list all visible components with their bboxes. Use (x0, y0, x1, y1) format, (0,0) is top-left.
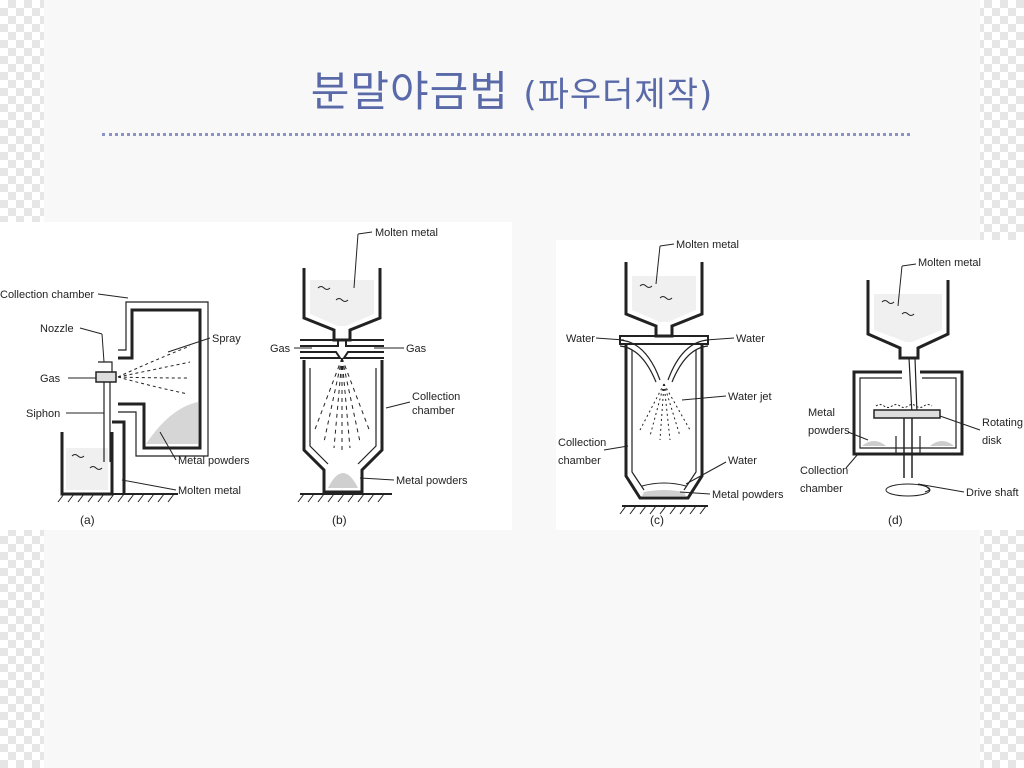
caption-a: (a) (80, 513, 95, 527)
label-b-collection: Collection (412, 391, 460, 403)
label-b-chamber: chamber (412, 405, 455, 417)
label-d-chamber: chamber (800, 483, 843, 495)
label-a-collection-chamber: Collection chamber (0, 289, 94, 301)
caption-c: (c) (650, 513, 664, 527)
label-b-gas-left: Gas (270, 343, 291, 355)
label-b-metal-powders: Metal powders (396, 475, 468, 487)
label-b-gas-right: Gas (406, 343, 427, 355)
diagram-c (595, 243, 735, 515)
label-a-spray: Spray (212, 333, 241, 345)
label-a-molten-metal: Molten metal (178, 485, 241, 497)
label-c-water-jet: Water jet (728, 391, 772, 403)
figure-panel-cd: Molten metal Water Water Water jet Colle… (556, 239, 1024, 530)
label-a-metal-powders: Metal powders (178, 455, 250, 467)
label-c-metal-powders: Metal powders (712, 489, 784, 501)
diagram-a (57, 293, 211, 503)
label-a-siphon: Siphon (26, 408, 60, 420)
title-main: 분말야금법 (310, 67, 509, 116)
title-divider (102, 133, 910, 136)
label-c-water-left: Water (566, 333, 595, 345)
figure-panel-ab: Collection chamber Nozzle Gas Siphon Spr… (0, 222, 512, 530)
atomization-diagram-ab: Collection chamber Nozzle Gas Siphon Spr… (0, 227, 468, 527)
label-c-chamber: chamber (558, 455, 601, 467)
caption-b: (b) (332, 513, 347, 527)
label-d-rotating: Rotating (982, 417, 1023, 429)
label-c-water: Water (728, 455, 757, 467)
diagram-d (845, 263, 981, 497)
label-d-powders: powders (808, 425, 850, 437)
label-c-water-right: Water (736, 333, 765, 345)
atomization-diagram-cd: Molten metal Water Water Water jet Colle… (558, 239, 1023, 527)
label-d-disk: disk (982, 435, 1002, 447)
label-a-nozzle: Nozzle (40, 323, 74, 335)
label-d-drive-shaft: Drive shaft (966, 487, 1019, 499)
slide-title: 분말야금법 (파우더제작) (44, 58, 980, 119)
label-c-collection: Collection (558, 437, 606, 449)
diagram-b (294, 231, 411, 503)
label-b-molten-metal: Molten metal (375, 227, 438, 239)
label-d-molten-metal: Molten metal (918, 257, 981, 269)
caption-d: (d) (888, 513, 903, 527)
title-sub: (파우더제작) (523, 75, 714, 115)
label-d-metal: Metal (808, 407, 835, 419)
label-d-collection: Collection (800, 465, 848, 477)
label-a-gas: Gas (40, 373, 61, 385)
label-c-molten-metal: Molten metal (676, 240, 739, 251)
